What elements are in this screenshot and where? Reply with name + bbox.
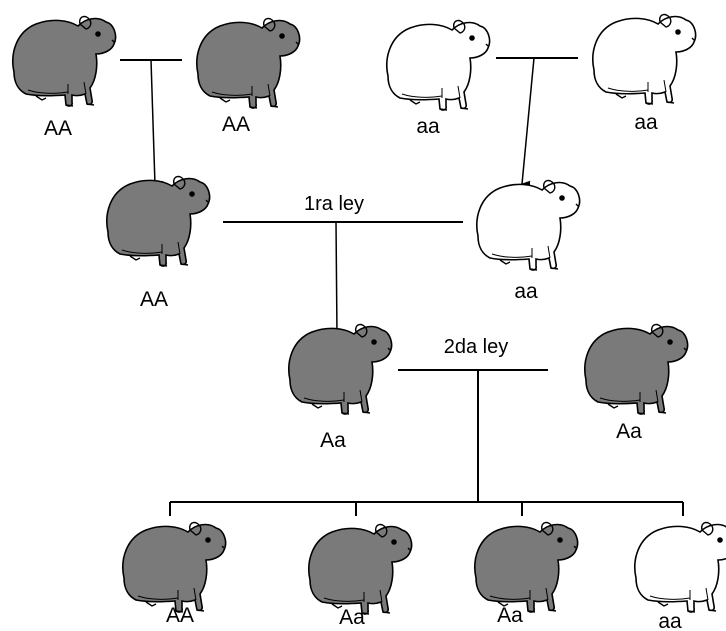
genotype-label: AA — [43, 117, 73, 140]
genotype-label: aa — [416, 115, 440, 138]
genotype-label: Aa — [339, 606, 365, 629]
genotype-label: AA — [221, 113, 251, 136]
guinea-pig-icon — [196, 17, 301, 109]
guinea-pig-icon — [122, 521, 227, 613]
arrow-right-parents — [521, 57, 535, 189]
guinea-pig-icon — [476, 179, 581, 271]
guinea-pig-icon — [12, 15, 117, 107]
guinea-pig-icon — [634, 521, 726, 613]
genotype-label: aa — [634, 111, 658, 134]
arrow-gen1 — [335, 221, 346, 340]
genotype-label: AA — [139, 288, 169, 311]
guinea-pig-icon — [386, 19, 491, 111]
genotype-label: aa — [514, 280, 538, 303]
guinea-pig-icon — [288, 323, 393, 415]
genotype-label: Aa — [320, 429, 346, 452]
guinea-pig-icon — [308, 523, 413, 615]
genotype-label: Aa — [616, 420, 642, 443]
guinea-pig-icon — [106, 175, 211, 267]
genotype-label: AA — [165, 604, 195, 627]
law-label-second: 2da ley — [443, 336, 509, 358]
genotype-label: Aa — [497, 604, 523, 627]
guinea-pig-icon — [474, 521, 579, 613]
arrow-left-parents — [150, 59, 164, 189]
law-label-first: 1ra ley — [303, 193, 365, 215]
guinea-pig-icon — [584, 323, 689, 415]
genotype-label: aa — [658, 610, 682, 631]
guinea-pig-icon — [592, 13, 697, 105]
